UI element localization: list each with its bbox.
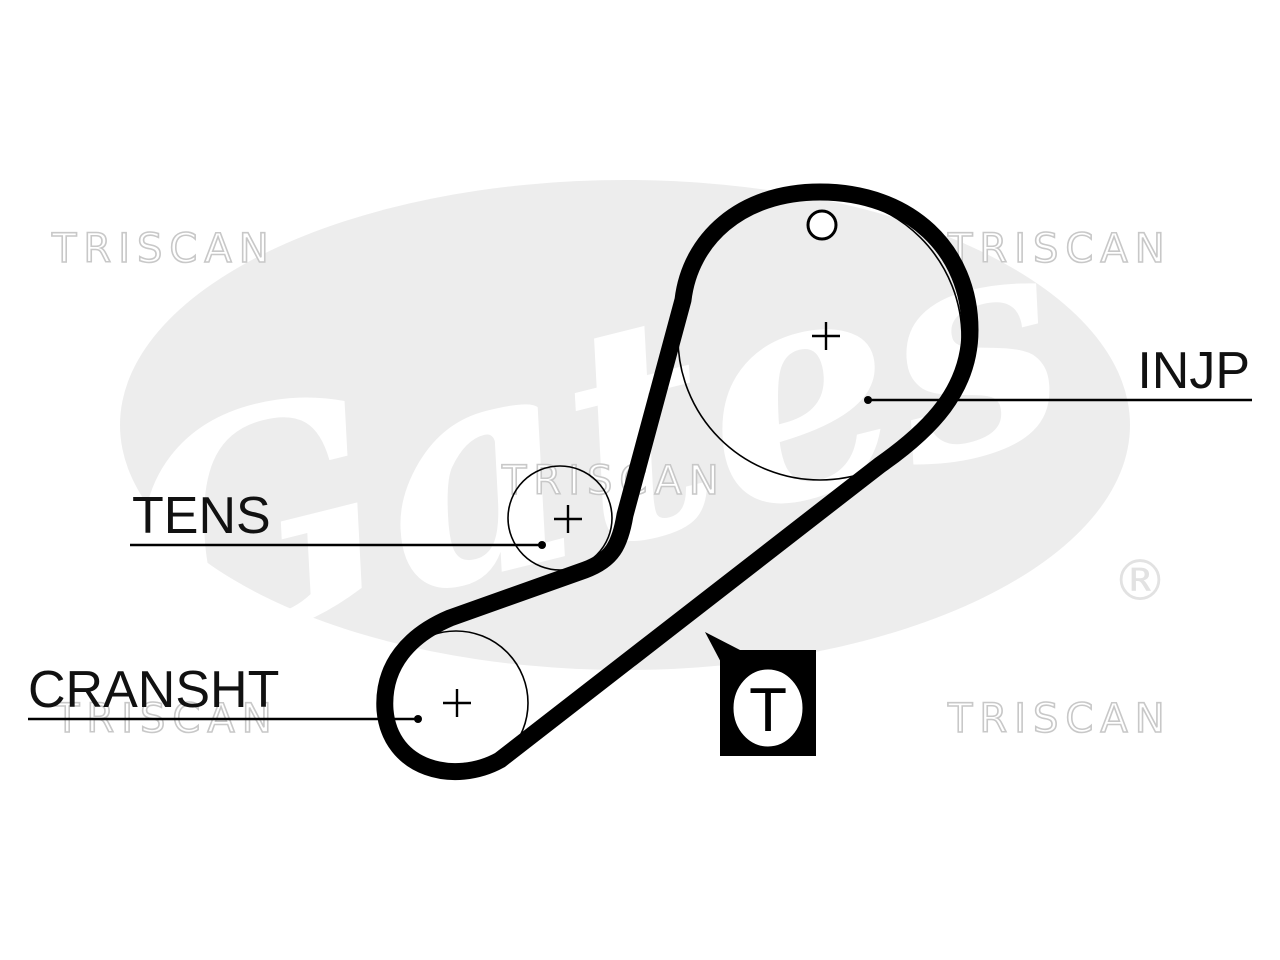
cransht-label: CRANSHT xyxy=(28,661,279,719)
marker-circle xyxy=(730,666,806,750)
tens-leader-dot xyxy=(538,541,546,549)
tens-label: TENS xyxy=(132,487,271,545)
triscan-watermark-top-right: TRISCAN xyxy=(947,226,1172,272)
tensioner-side-marker: T xyxy=(705,632,816,756)
injp-label: INJP xyxy=(1137,342,1250,400)
crankshaft-centre-cross xyxy=(443,689,471,717)
marker-letter: T xyxy=(749,676,787,745)
triscan-watermarks: TRISCAN TRISCAN TRISCAN TRISCAN TRISCAN xyxy=(50,225,1172,743)
registered-mark: ® xyxy=(1112,549,1168,614)
triscan-watermark-center: TRISCAN xyxy=(501,458,726,504)
gates-logo-ellipse xyxy=(120,180,1130,670)
injection-pump-centre-cross xyxy=(812,322,840,350)
tensioner-centre-cross xyxy=(554,505,582,533)
triscan-watermark-top-left: TRISCAN xyxy=(51,226,276,272)
cransht-leader-dot xyxy=(414,715,422,723)
leader-lines xyxy=(28,396,1252,723)
injp-leader-dot xyxy=(864,396,872,404)
timing-belt xyxy=(376,183,979,781)
triscan-watermark-bottom-right: TRISCAN xyxy=(947,696,1172,742)
pulley-centre-marks xyxy=(443,322,840,717)
timing-mark-circle xyxy=(806,209,838,241)
